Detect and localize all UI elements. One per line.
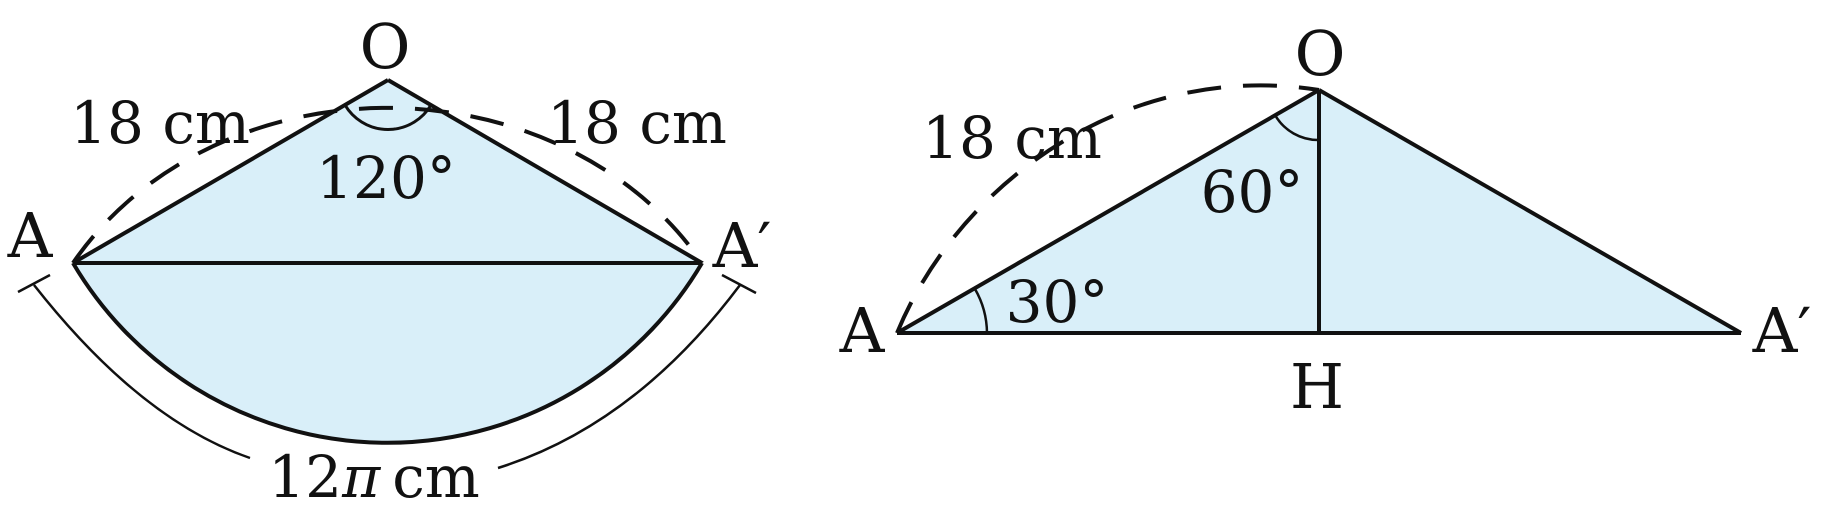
right-side-oa — [896, 88, 1320, 335]
right-side-length: 18 cm — [922, 104, 1102, 172]
right-angle-arc-a — [973, 288, 989, 334]
right-label-o: O — [1295, 17, 1346, 90]
right-dashed-arc — [895, 83, 1320, 334]
left-dim-tick-right — [721, 273, 757, 295]
left-dim-tick-left — [17, 273, 51, 294]
right-side-oa-prime — [1318, 88, 1742, 335]
left-dim-arc-right — [497, 284, 741, 470]
left-apex-angle-arc — [343, 104, 433, 131]
right-angle-arc-o — [1273, 114, 1320, 142]
arc-length-unit: cm — [392, 443, 479, 511]
pi-symbol: π — [341, 443, 381, 511]
right-label-h: H — [1290, 350, 1344, 423]
left-label-a: A — [7, 199, 54, 272]
right-angle-label-a: 30° — [1006, 268, 1109, 336]
left-dashed-arc — [71, 105, 704, 265]
left-side-length-right: 18 cm — [547, 89, 727, 157]
left-apex-angle-label: 120° — [316, 144, 456, 212]
left-side-oa-prime — [386, 78, 704, 265]
left-dim-arc-left — [33, 284, 251, 460]
left-side-oa — [71, 78, 390, 265]
left-label-o: O — [360, 10, 411, 83]
right-label-a-prime: A′ — [1752, 294, 1812, 367]
right-label-a: A — [839, 294, 886, 367]
right-figure: O A A′ H 18 cm 30° 60° — [839, 17, 1812, 423]
right-angle-label-o: 60° — [1201, 158, 1304, 226]
left-bottom-arc — [71, 261, 704, 445]
arc-length-number: 12 — [268, 443, 342, 511]
left-label-a-prime: A′ — [712, 209, 772, 282]
left-side-length-left: 18 cm — [70, 89, 250, 157]
